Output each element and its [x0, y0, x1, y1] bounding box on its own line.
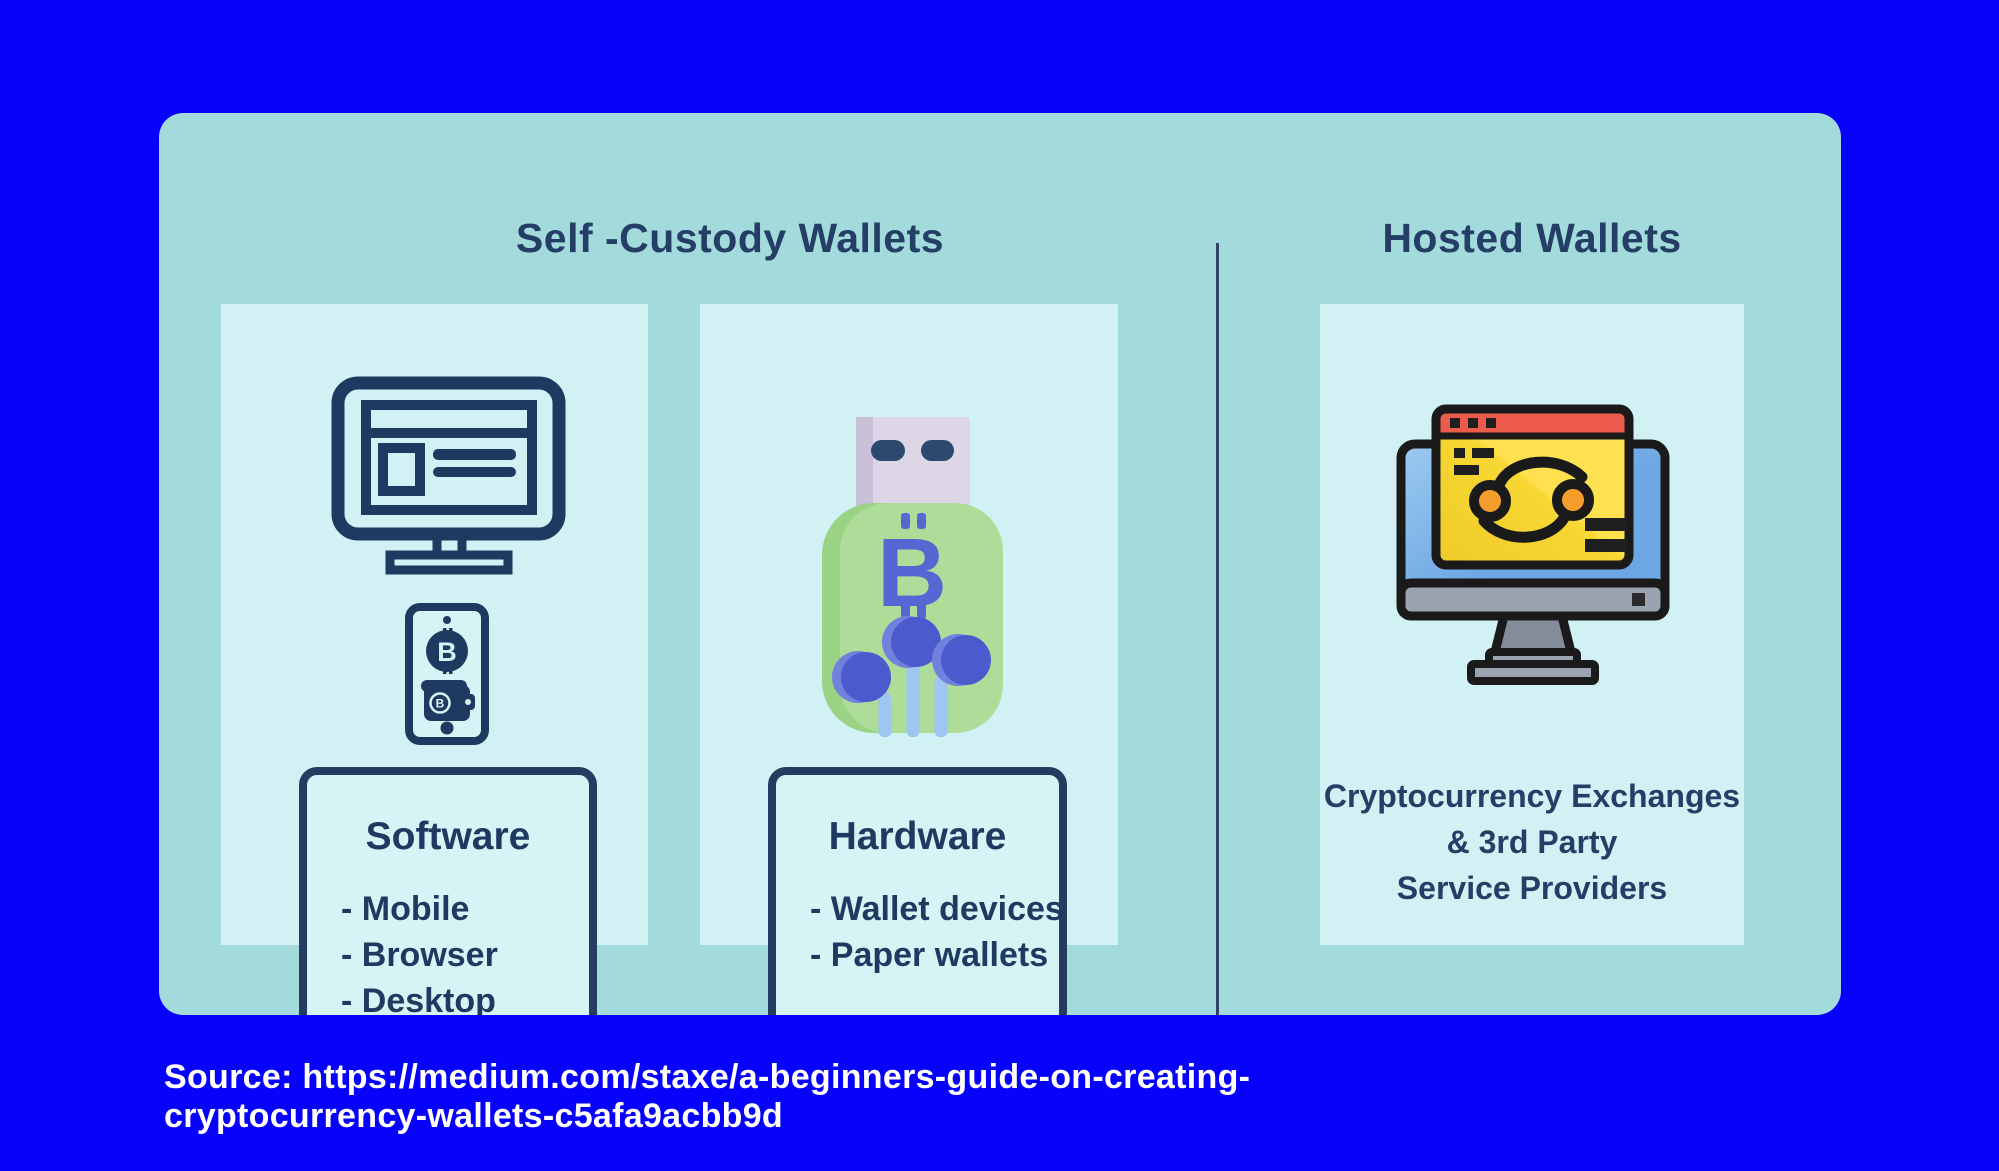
- svg-text:B: B: [877, 518, 947, 627]
- svg-text:B: B: [437, 637, 457, 667]
- list-item: - Paper wallets: [810, 936, 1049, 974]
- software-box-title: Software: [365, 815, 531, 858]
- screen-thumbnail-square: [378, 443, 425, 496]
- hosted-description-line: & 3rd Party: [1446, 824, 1618, 860]
- mobile-bitcoin-wallet-icon: B B: [405, 603, 489, 745]
- monitor-bezel: [1396, 578, 1670, 621]
- bezel-button: [1632, 593, 1645, 606]
- section-divider-line: [1216, 243, 1219, 1015]
- software-item-list: - Mobile - Browser - Desktop: [307, 886, 589, 1015]
- list-item: - Wallet devices: [810, 890, 1064, 928]
- circuit-nodes: [832, 616, 991, 703]
- usb-hardware-wallet-icon: B: [822, 417, 1003, 737]
- desktop-computer-icon: [331, 376, 566, 575]
- list-item: - Desktop: [341, 982, 496, 1015]
- self-custody-title: Self -Custody Wallets: [515, 215, 945, 261]
- wallet-icon: B: [421, 680, 475, 721]
- bitcoin-symbol: B: [877, 513, 947, 627]
- list-item: - Browser: [341, 936, 498, 974]
- hardware-label-box: Hardware - Wallet devices - Paper wallet…: [768, 767, 1067, 1015]
- crypto-exchange-monitor-icon: [1396, 404, 1670, 685]
- phone-camera-dot: [443, 616, 451, 624]
- hosted-description-line: Cryptocurrency Exchanges: [1323, 778, 1741, 814]
- bitcoin-coin: B: [426, 628, 468, 674]
- wallets-infographic-card: Self -Custody Wallets Hosted Wallets: [159, 113, 1841, 1015]
- hosted-description-line: Service Providers: [1396, 870, 1668, 906]
- hosted-wallets-title: Hosted Wallets: [1382, 215, 1682, 261]
- software-label-box: Software - Mobile - Browser - Desktop: [299, 767, 597, 1015]
- source-line: cryptocurrency-wallets-c5afa9acbb9d: [164, 1097, 783, 1135]
- browser-title-bar: [1436, 409, 1629, 436]
- svg-text:B: B: [436, 697, 445, 711]
- usb-plug: [856, 417, 970, 509]
- exchange-arrow-bottom: [1478, 512, 1570, 543]
- exchange-arrow-top: [1494, 456, 1588, 489]
- monitor-base: [1467, 660, 1599, 685]
- source-line: Source: https://medium.com/staxe/a-begin…: [164, 1058, 1251, 1096]
- monitor-base: [385, 550, 513, 575]
- exchange-node-right: [1552, 479, 1594, 521]
- phone-home-button: [440, 721, 454, 735]
- list-item: - Mobile: [341, 890, 470, 928]
- source-attribution: Source: https://medium.com/staxe/a-begin…: [164, 1058, 1250, 1136]
- exchange-browser-window: [1431, 404, 1634, 570]
- hardware-item-list: - Wallet devices - Paper wallets: [776, 886, 1064, 978]
- hosted-description: Cryptocurrency Exchanges & 3rd Party Ser…: [1320, 773, 1744, 911]
- exchange-node-left: [1469, 480, 1511, 522]
- hardware-box-title: Hardware: [828, 815, 1007, 858]
